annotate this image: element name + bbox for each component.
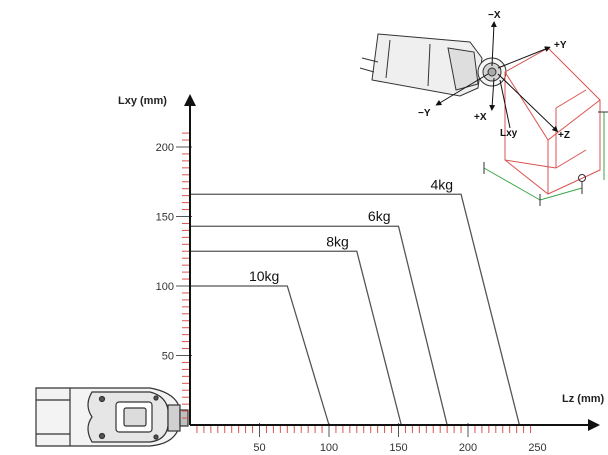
y-tick-label: 150 (156, 212, 174, 224)
load-curve-10kg (190, 285, 330, 426)
inset-label-pos-x: +X (474, 112, 487, 123)
inset-dimension-lines (483, 112, 605, 201)
x-axis-title: Lz (mm) (562, 393, 605, 405)
inset-label-neg-y: −Y (418, 108, 431, 119)
inset-axis-arrows (435, 21, 559, 133)
y-tick-label: 50 (162, 351, 174, 363)
inset-dimension-ticks (483, 111, 608, 206)
axis-tick-labels: 200 150 100 50 50 100 150 200 250 (156, 142, 547, 454)
load-curve-6kg (190, 225, 448, 426)
load-curve-label: 8kg (326, 233, 349, 249)
load-curve-label: 6kg (368, 208, 391, 224)
inset-label-lxy: Lxy (500, 128, 518, 139)
x-tick-label: 50 (253, 442, 265, 454)
inset-label-pos-z: +Z (558, 130, 570, 141)
y-tick-label: 100 (156, 281, 174, 293)
payload-box (504, 47, 601, 195)
load-curve-label: 4kg (430, 176, 453, 192)
robot-arm-end-illustration (35, 387, 189, 447)
flange-inset: −X +Y −Y +X Lxy +Z (359, 10, 608, 206)
inset-label-neg-x: −X (488, 10, 501, 21)
y-axis-title: Lxy (mm) (118, 95, 167, 107)
robot-flange-illustration (359, 33, 507, 97)
load-curve-label: 10kg (249, 268, 279, 284)
load-curve-8kg (190, 250, 402, 426)
axis-ticks (176, 132, 532, 437)
load-curves: 10kg 8kg 6kg 4kg (190, 176, 521, 426)
x-tick-label: 200 (459, 442, 477, 454)
x-tick-label: 250 (528, 442, 546, 454)
y-tick-label: 200 (156, 142, 174, 154)
x-tick-label: 150 (389, 442, 407, 454)
load-curve-4kg (190, 193, 521, 426)
x-tick-label: 100 (320, 442, 338, 454)
inset-label-pos-y: +Y (554, 40, 567, 51)
